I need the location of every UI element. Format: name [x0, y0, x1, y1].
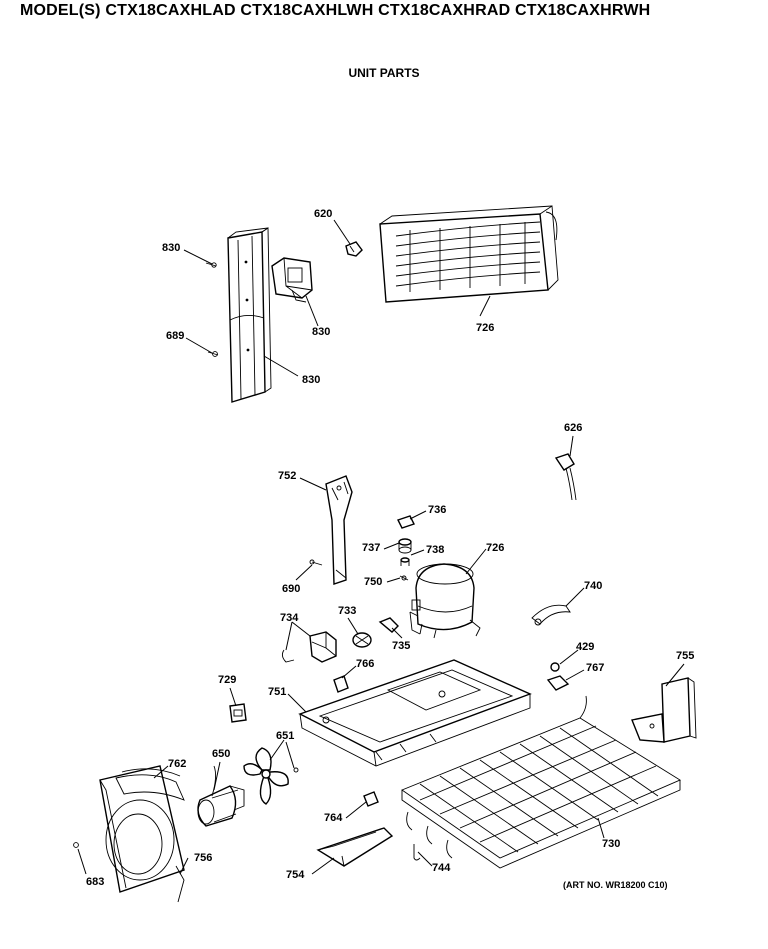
part-767-clip — [546, 675, 570, 691]
part-651-screw — [293, 767, 299, 773]
callout-733: 733 — [338, 605, 357, 617]
part-690-screw — [309, 559, 323, 566]
callout-726-coil: 726 — [476, 322, 495, 334]
part-755-bracket — [631, 677, 697, 743]
part-726-compressor — [409, 563, 481, 639]
callout-690: 690 — [282, 583, 301, 595]
callout-751: 751 — [268, 686, 287, 698]
part-735-cover — [378, 617, 399, 633]
part-744-clip — [413, 844, 421, 861]
callout-689: 689 — [166, 330, 185, 342]
callout-729: 729 — [218, 674, 237, 686]
part-734-relay — [281, 631, 337, 663]
leader-lines — [77, 219, 685, 875]
callout-735: 735 — [392, 640, 411, 652]
part-651-fan-blade — [243, 747, 289, 805]
part-740-tube — [531, 604, 571, 626]
part-764-clip — [363, 791, 379, 807]
part-754-drain-pan — [316, 827, 394, 867]
callout-429: 429 — [576, 641, 595, 653]
part-830-bracket — [271, 257, 313, 303]
part-762-cover — [115, 768, 185, 801]
callout-626: 626 — [564, 422, 583, 434]
callout-737: 737 — [362, 542, 381, 554]
part-752-strap — [325, 475, 353, 585]
callout-744: 744 — [432, 862, 451, 874]
part-756-fan-shroud — [99, 765, 185, 903]
part-650-fan-motor — [197, 765, 245, 827]
callout-730: 730 — [602, 838, 621, 850]
part-683-screw — [73, 842, 79, 848]
part-830-channel — [227, 227, 272, 403]
part-730-condenser — [401, 695, 681, 869]
part-620-clip — [345, 241, 363, 257]
part-729-terminal — [229, 703, 247, 723]
callout-726-compressor: 726 — [486, 542, 505, 554]
art-number: (ART NO. WR18200 C10) — [563, 880, 668, 890]
section-title: UNIT PARTS — [348, 66, 420, 80]
part-766-bracket — [333, 675, 349, 693]
part-751-base-pan — [298, 659, 532, 767]
part-726-evaporator-coil — [379, 205, 559, 303]
callout-620: 620 — [314, 208, 333, 220]
callout-736: 736 — [428, 504, 447, 516]
callout-767: 767 — [586, 662, 605, 674]
part-429-nut — [550, 662, 560, 672]
callout-754: 754 — [286, 869, 305, 881]
callout-651: 651 — [276, 730, 295, 742]
callout-830-bracket: 830 — [312, 326, 331, 338]
part-733-capacitor — [352, 632, 372, 648]
callout-764: 764 — [324, 812, 343, 824]
callout-830-screw: 830 — [162, 242, 181, 254]
part-738-sleeve — [400, 557, 410, 566]
callout-755: 755 — [676, 650, 695, 662]
model-list-title: MODEL(S) CTX18CAXHLAD CTX18CAXHLWH CTX18… — [20, 2, 651, 19]
callout-740: 740 — [584, 580, 603, 592]
part-830-screw — [205, 262, 217, 268]
part-750-clip — [399, 575, 409, 581]
part-737-grommet — [398, 538, 412, 554]
callout-750: 750 — [364, 576, 383, 588]
part-689-screw — [207, 351, 219, 357]
part-626-wire-connector — [554, 453, 577, 501]
callout-830-channel: 830 — [302, 374, 321, 386]
callout-683: 683 — [86, 876, 105, 888]
callout-762: 762 — [168, 758, 187, 770]
callout-650: 650 — [212, 748, 231, 760]
callout-766: 766 — [356, 658, 375, 670]
callout-734: 734 — [280, 612, 299, 624]
callout-752: 752 — [278, 470, 297, 482]
callout-738: 738 — [426, 544, 445, 556]
callout-756: 756 — [194, 852, 213, 864]
